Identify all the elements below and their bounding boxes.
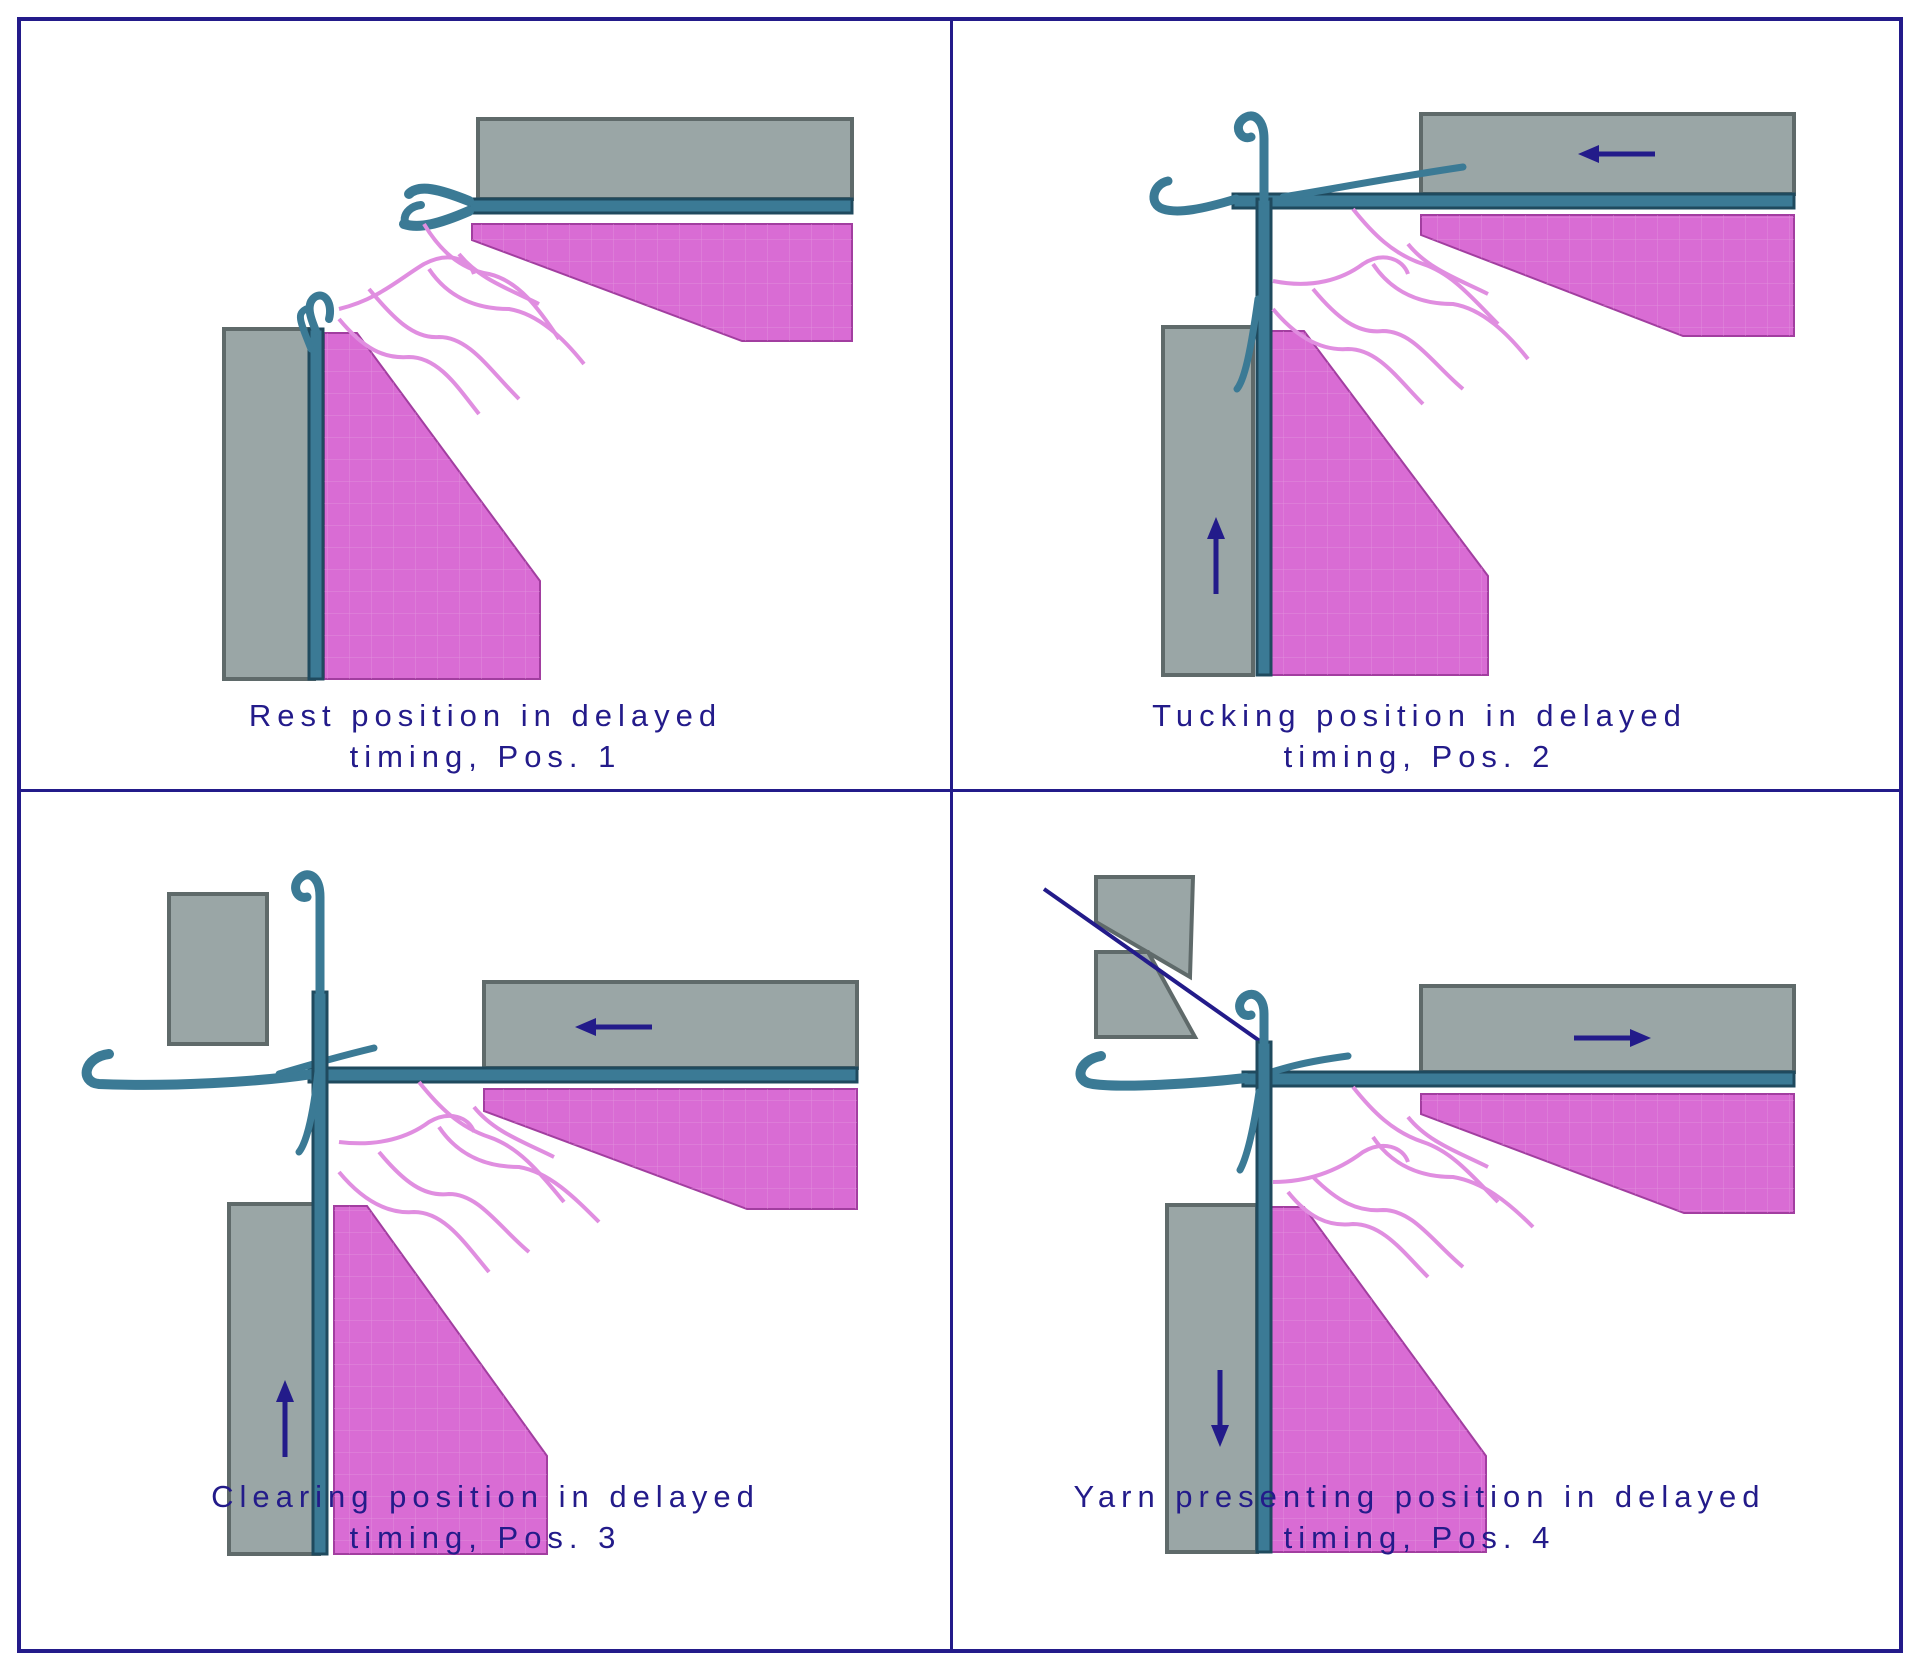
vertical-needle bbox=[291, 870, 329, 1556]
caption-line-2: timing, Pos. 4 bbox=[1283, 1520, 1556, 1555]
caption-line-2: timing, Pos. 2 bbox=[1283, 739, 1556, 774]
horizontal-needle bbox=[81, 1044, 859, 1090]
panel-pos3-illustration bbox=[81, 870, 859, 1556]
panel-pos1-caption: Rest position in delayed timing, Pos. 1 bbox=[19, 695, 952, 777]
yarn-loops bbox=[1271, 207, 1530, 406]
panel-pos1-illustration bbox=[222, 117, 854, 681]
yarn-loops bbox=[1272, 1085, 1535, 1279]
vertical-needle bbox=[1235, 989, 1273, 1554]
caption-line-1: Rest position in delayed bbox=[248, 698, 723, 733]
up-arrow bbox=[276, 1380, 294, 1457]
caption-line-2: timing, Pos. 3 bbox=[349, 1520, 622, 1555]
panel-pos4-illustration bbox=[1042, 875, 1796, 1554]
vertical-slab bbox=[227, 1202, 321, 1556]
panel-pos1: Rest position in delayed timing, Pos. 1 bbox=[19, 19, 952, 789]
horizontal-slab bbox=[482, 980, 859, 1070]
panel-pos2: Tucking position in delayed timing, Pos.… bbox=[953, 19, 1886, 789]
horizontal-needle bbox=[1149, 163, 1796, 216]
horizontal-divider bbox=[17, 789, 1903, 792]
caption-line-1: Tucking position in delayed bbox=[1152, 698, 1687, 733]
left-arrow bbox=[575, 1018, 652, 1036]
yarn-loops bbox=[337, 222, 586, 416]
horizontal-slab bbox=[476, 117, 854, 201]
stitch-cam-block bbox=[167, 892, 269, 1046]
panel-pos3-caption: Clearing position in delayed timing, Pos… bbox=[19, 1476, 952, 1558]
right-arrow bbox=[1574, 1029, 1651, 1047]
horizontal-needle bbox=[1075, 1051, 1796, 1091]
yarn-loops bbox=[337, 1080, 601, 1274]
vertical-needle bbox=[1233, 111, 1273, 677]
panel-pos4-caption: Yarn presenting position in delayed timi… bbox=[953, 1476, 1886, 1558]
panel-pos2-caption: Tucking position in delayed timing, Pos.… bbox=[953, 695, 1886, 777]
panel-pos2-illustration bbox=[1149, 111, 1796, 677]
diagram-frame bbox=[17, 17, 1903, 1653]
caption-line-1: Yarn presenting position in delayed bbox=[1073, 1479, 1766, 1514]
vertical-needle bbox=[296, 291, 334, 681]
down-arrow bbox=[1211, 1370, 1229, 1447]
vertical-divider bbox=[950, 17, 953, 1653]
yarn-feed-line bbox=[1042, 887, 1266, 1046]
panel-pos4: Yarn presenting position in delayed timi… bbox=[953, 792, 1886, 1562]
stitch-cam-upper bbox=[1094, 875, 1196, 981]
up-arrow bbox=[1207, 517, 1225, 594]
horizontal-slab bbox=[1419, 984, 1796, 1074]
left-arrow bbox=[1578, 145, 1655, 163]
caption-line-2: timing, Pos. 1 bbox=[349, 739, 622, 774]
vertical-slab bbox=[222, 327, 316, 681]
caption-line-1: Clearing position in delayed bbox=[211, 1479, 760, 1514]
panel-pos3: Clearing position in delayed timing, Pos… bbox=[19, 792, 952, 1562]
horizontal-needle bbox=[399, 183, 854, 231]
